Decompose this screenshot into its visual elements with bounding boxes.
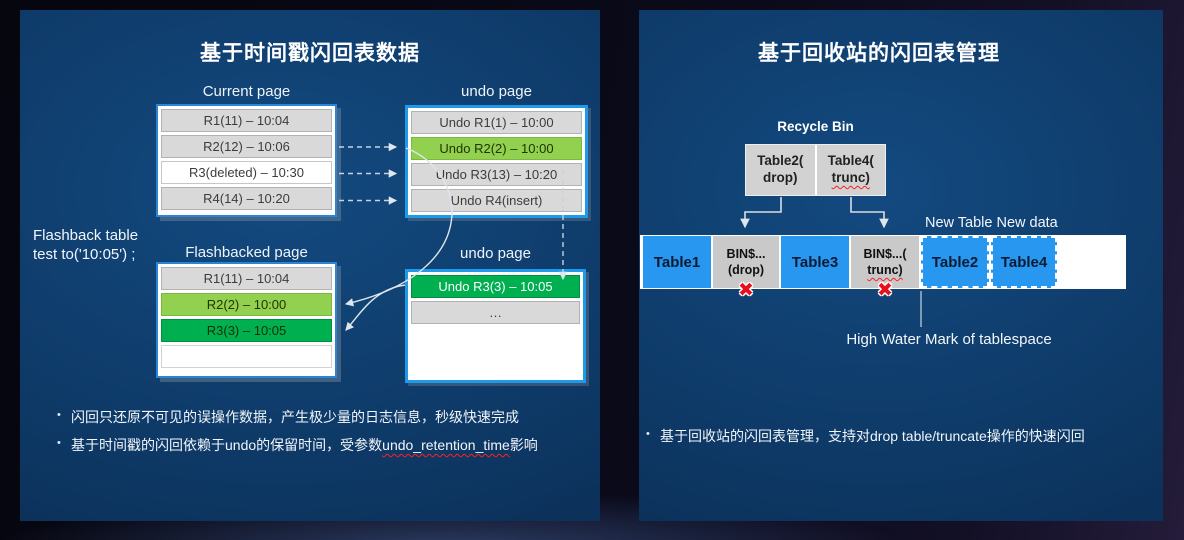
page-title: 基于回收站的闪回表管理 bbox=[758, 42, 1000, 65]
recycle-item-line1: Table2( bbox=[757, 153, 804, 169]
tablespace-cell-table3: Table3 bbox=[781, 236, 849, 288]
recycle-bin-flashback-panel: 基于回收站的闪回表管理 Recycle Bin Table2( drop) Ta… bbox=[639, 10, 1163, 521]
cell-label-line1: BIN$... bbox=[726, 246, 766, 261]
table-row: Undo R2(2) – 10:00 bbox=[411, 137, 582, 160]
right-bullet-list: 基于回收站的闪回表管理，支持对drop table/truncate操作的快速闪… bbox=[646, 427, 1151, 455]
recycle-bin-item-table4-trunc: Table4( trunc) bbox=[817, 145, 886, 195]
table-row: R1(11) – 10:04 bbox=[161, 267, 332, 290]
cell-label: Table4 bbox=[1000, 253, 1048, 271]
cell-label-line2: trunc) bbox=[867, 263, 903, 277]
recycle-item-line2: drop) bbox=[763, 170, 798, 185]
flashback-command: Flashback table test to('10:05') ; bbox=[33, 226, 173, 264]
table-row-empty bbox=[161, 345, 332, 368]
table-row: Undo R4(insert) bbox=[411, 189, 582, 212]
new-table-annotation: New Table New data bbox=[925, 215, 1058, 231]
recycle-item-line2: trunc) bbox=[831, 170, 870, 185]
bullet-text: 基于时间戳的闪回依赖于undo的保留时间，受参数 bbox=[71, 436, 383, 453]
undo-page-2-table: Undo R3(3) – 10:05 … bbox=[405, 269, 586, 383]
recycle-bin-label: Recycle Bin bbox=[777, 119, 854, 134]
bullet-text: 影响 bbox=[509, 436, 538, 453]
recycle-bin-box: Table2( drop) Table4( trunc) bbox=[745, 144, 886, 196]
recycle-bin-item-table2-drop: Table2( drop) bbox=[746, 145, 817, 195]
undo-page-1-label: undo page bbox=[461, 83, 532, 100]
cell-label-line2: (drop) bbox=[727, 263, 765, 277]
cell-label: Table1 bbox=[653, 253, 701, 271]
current-page-table: R1(11) – 10:04 R2(12) – 10:06 R3(deleted… bbox=[156, 104, 337, 217]
tablespace-cell-table2-new: Table2 bbox=[921, 236, 989, 288]
flashback-command-line1: Flashback table bbox=[33, 227, 139, 244]
tablespace-strip: Table1 BIN$... (drop) Table3 BIN$...( tr… bbox=[640, 235, 1126, 289]
tablespace-cell-table4-new: Table4 bbox=[991, 236, 1057, 288]
table-row: R3(deleted) – 10:30 bbox=[161, 161, 332, 184]
table-row: Undo R3(13) – 10:20 bbox=[411, 163, 582, 186]
left-bullet-list: 闪回只还原不可见的误操作数据，产生极少量的日志信息，秒级快速完成 基于时间戳的闪… bbox=[57, 408, 592, 464]
tablespace-cell-bin-drop: BIN$... (drop) bbox=[713, 236, 779, 288]
high-water-mark-label: High Water Mark of tablespace bbox=[846, 331, 1052, 348]
recycle-item-line1: Table4( bbox=[827, 153, 874, 169]
undo-retention-param: undo_retention_time bbox=[382, 436, 510, 453]
flashback-command-line2: test to('10:05') ; bbox=[33, 246, 136, 264]
table-row: … bbox=[411, 301, 580, 324]
bullet-item: 闪回只还原不可见的误操作数据，产生极少量的日志信息，秒级快速完成 bbox=[57, 408, 592, 427]
table-row: R2(12) – 10:06 bbox=[161, 135, 332, 158]
red-x-icon: ✖ bbox=[877, 280, 893, 301]
cell-label-line1: BIN$...( bbox=[863, 246, 907, 261]
table-row: Undo R3(3) – 10:05 bbox=[411, 275, 580, 298]
flashbacked-page-label: Flashbacked page bbox=[185, 244, 308, 261]
tablespace-cell-table1: Table1 bbox=[643, 236, 711, 288]
table-row: R2(2) – 10:00 bbox=[161, 293, 332, 316]
tablespace-cell-bin-trunc: BIN$...( trunc) bbox=[851, 236, 919, 288]
red-x-icon: ✖ bbox=[738, 280, 754, 301]
table-row: R4(14) – 10:20 bbox=[161, 187, 332, 210]
undo-page-2-label: undo page bbox=[460, 245, 531, 262]
undo-page-1-table: Undo R1(1) – 10:00 Undo R2(2) – 10:00 Un… bbox=[405, 105, 588, 218]
bullet-item: 基于时间戳的闪回依赖于undo的保留时间，受参数undo_retention_t… bbox=[57, 436, 592, 455]
bullet-item: 基于回收站的闪回表管理，支持对drop table/truncate操作的快速闪… bbox=[646, 427, 1151, 446]
flashbacked-page-table: R1(11) – 10:04 R2(2) – 10:00 R3(3) – 10:… bbox=[156, 262, 337, 378]
timestamp-flashback-panel: 基于时间戳闪回表数据 Current page R1(11) – 10:04 R… bbox=[20, 10, 600, 521]
table-row: R3(3) – 10:05 bbox=[161, 319, 332, 342]
page-title: 基于时间戳闪回表数据 bbox=[200, 42, 420, 65]
table-row: R1(11) – 10:04 bbox=[161, 109, 332, 132]
cell-label: Table2 bbox=[931, 253, 979, 271]
current-page-label: Current page bbox=[202, 83, 291, 100]
table-row: Undo R1(1) – 10:00 bbox=[411, 111, 582, 134]
cell-label: Table3 bbox=[791, 253, 839, 271]
